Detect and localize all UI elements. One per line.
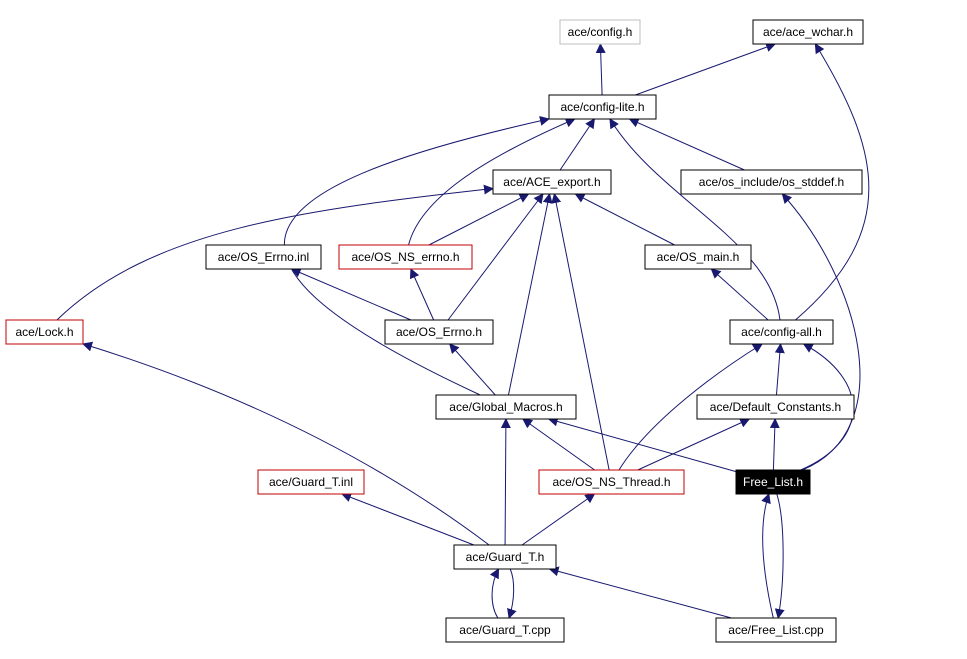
node-label: ace/Guard_T.h bbox=[466, 550, 545, 564]
edge-os_ns_thread-to-config_all bbox=[618, 343, 763, 471]
edge-guard_t_h-to-lock_h bbox=[82, 341, 490, 546]
node-label: ace/OS_main.h bbox=[657, 250, 740, 264]
node-box bbox=[205, 244, 322, 270]
node-label: ace/config.h bbox=[568, 25, 633, 39]
edge-free_list_cpp-to-free_list_h bbox=[761, 493, 774, 619]
node-label: ace/Global_Macros.h bbox=[449, 400, 562, 414]
node-label: ace/Lock.h bbox=[15, 325, 73, 339]
edge-config_lite-to-ace_wchar bbox=[635, 42, 777, 96]
edge-guard_t_cpp-to-guard_t_h bbox=[489, 568, 500, 619]
edge-ace_export-to-config_lite bbox=[559, 118, 595, 171]
edge-guard_t_h-to-guard_t_inl bbox=[341, 492, 475, 546]
edge-os_ns_thread-to-default_constants bbox=[637, 418, 751, 471]
node-box bbox=[752, 19, 864, 45]
node-lock_h[interactable]: ace/Lock.h bbox=[5, 319, 84, 345]
node-guard_t_h[interactable]: ace/Guard_T.h bbox=[453, 544, 557, 570]
edge-guard_t_h-to-guard_t_cpp bbox=[507, 568, 517, 619]
edge-config_all-to-ace_wchar bbox=[795, 43, 870, 321]
node-box bbox=[384, 319, 494, 345]
node-global_macros[interactable]: ace/Global_Macros.h bbox=[435, 394, 577, 420]
node-box bbox=[445, 617, 565, 643]
node-box bbox=[680, 169, 863, 195]
edge-guard_t_h-to-global_macros bbox=[500, 418, 511, 546]
node-label: ace/ace_wchar.h bbox=[763, 25, 853, 39]
node-box bbox=[435, 394, 577, 420]
node-box bbox=[5, 319, 84, 345]
edges-layer bbox=[56, 42, 870, 619]
edge-free_list_cpp-to-guard_t_h bbox=[548, 566, 732, 619]
node-os_errno_h[interactable]: ace/OS_Errno.h bbox=[384, 319, 494, 345]
edge-config_all-to-os_main bbox=[710, 268, 769, 321]
node-os_stddef[interactable]: ace/os_include/os_stddef.h bbox=[680, 169, 863, 195]
node-config_h[interactable]: ace/config.h bbox=[559, 19, 641, 45]
node-label: ace/OS_Errno.inl bbox=[218, 250, 309, 264]
node-box bbox=[559, 19, 641, 45]
node-box bbox=[338, 244, 473, 270]
edge-config_lite-to-config_h bbox=[595, 43, 606, 96]
edge-os_errno_h-to-os_ns_errno bbox=[409, 268, 435, 321]
edge-os_main-to-ace_export bbox=[574, 193, 675, 246]
node-ace_wchar[interactable]: ace/ace_wchar.h bbox=[752, 19, 864, 45]
nodes-layer: ace/config.h ace/ace_wchar.h ace/config-li… bbox=[5, 19, 864, 643]
node-box bbox=[453, 544, 557, 570]
node-free_list_h[interactable]: Free_List.h bbox=[735, 469, 811, 495]
edge-os_ns_errno-to-config_lite bbox=[408, 117, 576, 246]
node-label: ace/OS_NS_Thread.h bbox=[552, 475, 670, 489]
edge-free_list_h-to-default_constants bbox=[769, 418, 780, 471]
node-free_list_cpp[interactable]: ace/Free_List.cpp bbox=[715, 617, 837, 643]
node-label: ace/os_include/os_stddef.h bbox=[699, 175, 844, 189]
node-box bbox=[715, 617, 837, 643]
edge-guard_t_h-to-os_ns_thread bbox=[521, 493, 596, 546]
edge-os_ns_thread-to-ace_export bbox=[551, 193, 610, 471]
node-box bbox=[735, 469, 811, 495]
edge-global_macros-to-ace_export bbox=[507, 193, 553, 396]
node-label: ace/Free_List.cpp bbox=[728, 623, 824, 637]
node-label: ace/Guard_T.inl bbox=[269, 475, 353, 489]
node-guard_t_inl[interactable]: ace/Guard_T.inl bbox=[257, 469, 365, 495]
edge-os_stddef-to-config_lite bbox=[628, 118, 745, 171]
edge-free_list_h-to-os_stddef bbox=[781, 193, 861, 471]
edge-global_macros-to-os_errno_h bbox=[449, 343, 496, 396]
edge-default_constants-to-config_all bbox=[774, 343, 785, 396]
node-box bbox=[644, 244, 752, 270]
node-default_constants[interactable]: ace/Default_Constants.h bbox=[696, 394, 855, 420]
node-label: ace/config-lite.h bbox=[560, 100, 644, 114]
node-guard_t_cpp[interactable]: ace/Guard_T.cpp bbox=[445, 617, 565, 643]
node-label: ace/config-all.h bbox=[741, 325, 822, 339]
node-os_ns_thread[interactable]: ace/OS_NS_Thread.h bbox=[538, 469, 685, 495]
node-box bbox=[696, 394, 855, 420]
node-label: ace/OS_NS_errno.h bbox=[351, 250, 459, 264]
edge-os_errno_h-to-os_errno_inl bbox=[290, 267, 412, 321]
edge-os_ns_errno-to-ace_export bbox=[428, 193, 530, 246]
node-box bbox=[548, 94, 657, 120]
edge-lock_h-to-ace_export bbox=[56, 184, 494, 321]
node-box bbox=[257, 469, 365, 495]
node-label: ace/OS_Errno.h bbox=[396, 325, 482, 339]
edge-free_list_h-to-free_list_cpp bbox=[774, 493, 785, 619]
node-os_errno_inl[interactable]: ace/OS_Errno.inl bbox=[205, 244, 322, 270]
node-box bbox=[538, 469, 685, 495]
edge-global_macros-to-config_lite bbox=[283, 115, 550, 396]
node-label: ace/ACE_export.h bbox=[503, 175, 600, 189]
node-box bbox=[492, 169, 612, 195]
edge-os_ns_thread-to-global_macros bbox=[522, 418, 595, 471]
node-label: ace/Guard_T.cpp bbox=[459, 623, 551, 637]
edge-free_list_h-to-global_macros bbox=[547, 416, 737, 473]
node-ace_export[interactable]: ace/ACE_export.h bbox=[492, 169, 612, 195]
edge-os_errno_h-to-ace_export bbox=[447, 193, 544, 321]
node-label: ace/Default_Constants.h bbox=[710, 400, 841, 414]
node-config_lite[interactable]: ace/config-lite.h bbox=[548, 94, 657, 120]
node-os_ns_errno[interactable]: ace/OS_NS_errno.h bbox=[338, 244, 473, 270]
node-config_all[interactable]: ace/config-all.h bbox=[729, 319, 834, 345]
node-os_main[interactable]: ace/OS_main.h bbox=[644, 244, 752, 270]
edge-config_all-to-config_lite bbox=[609, 118, 781, 321]
node-label: Free_List.h bbox=[743, 475, 803, 489]
node-box bbox=[729, 319, 834, 345]
